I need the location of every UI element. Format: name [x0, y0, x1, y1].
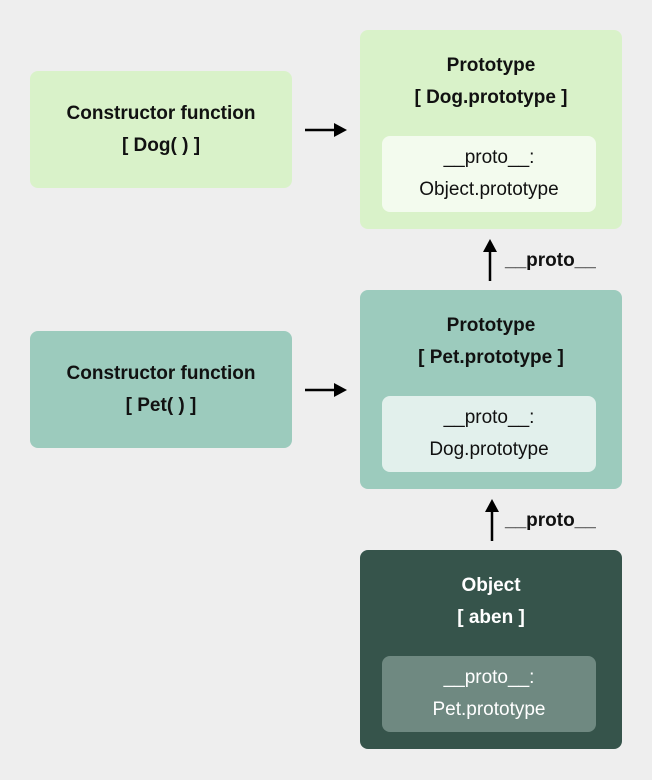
dog-prototype-proto-slot: __proto__: Object.prototype: [382, 136, 596, 212]
pet-to-dog-proto-arrow: [483, 239, 497, 281]
object-to-pet-proto-arrow: [485, 499, 499, 541]
dog-prototype-title: Prototype: [446, 55, 536, 76]
pet-constructor-arrow: [305, 383, 347, 397]
pet-prototype-box: Prototype [ Pet.prototype ] __proto__: D…: [360, 290, 622, 489]
dog-constructor-box: Constructor function [ Dog( ) ]: [30, 71, 292, 188]
object-name: [ aben ]: [457, 607, 525, 628]
pet-prototype-proto-slot: __proto__: Dog.prototype: [382, 396, 596, 472]
pet-prototype-name: [ Pet.prototype ]: [418, 347, 564, 368]
pet-to-dog-proto-label: __proto__: [505, 250, 596, 271]
dog-constructor-title: Constructor function: [66, 102, 256, 124]
dog-prototype-name: [ Dog.prototype ]: [414, 87, 568, 108]
object-to-pet-proto-label: __proto__: [505, 510, 596, 531]
object-title: Object: [461, 575, 521, 596]
pet-prototype-title: Prototype: [446, 315, 536, 336]
object-slot-value: Pet.prototype: [432, 699, 546, 720]
object-slot-key: __proto__:: [443, 667, 535, 688]
pet-constructor-name: [ Pet( ) ]: [125, 394, 197, 416]
object-proto-slot: __proto__: Pet.prototype: [382, 656, 596, 732]
dog-prototype-box: Prototype [ Dog.prototype ] __proto__: O…: [360, 30, 622, 229]
pet-constructor-title: Constructor function: [66, 362, 256, 384]
dog-constructor-name: [ Dog( ) ]: [121, 134, 201, 156]
pet-prototype-slot-key: __proto__:: [443, 407, 535, 428]
pet-constructor-box: Constructor function [ Pet( ) ]: [30, 331, 292, 448]
dog-prototype-slot-value: Object.prototype: [419, 179, 559, 200]
pet-prototype-slot-value: Dog.prototype: [429, 439, 549, 460]
object-box: Object [ aben ] __proto__: Pet.prototype: [360, 550, 622, 749]
dog-constructor-arrow: [305, 123, 347, 137]
dog-prototype-slot-key: __proto__:: [443, 147, 535, 168]
